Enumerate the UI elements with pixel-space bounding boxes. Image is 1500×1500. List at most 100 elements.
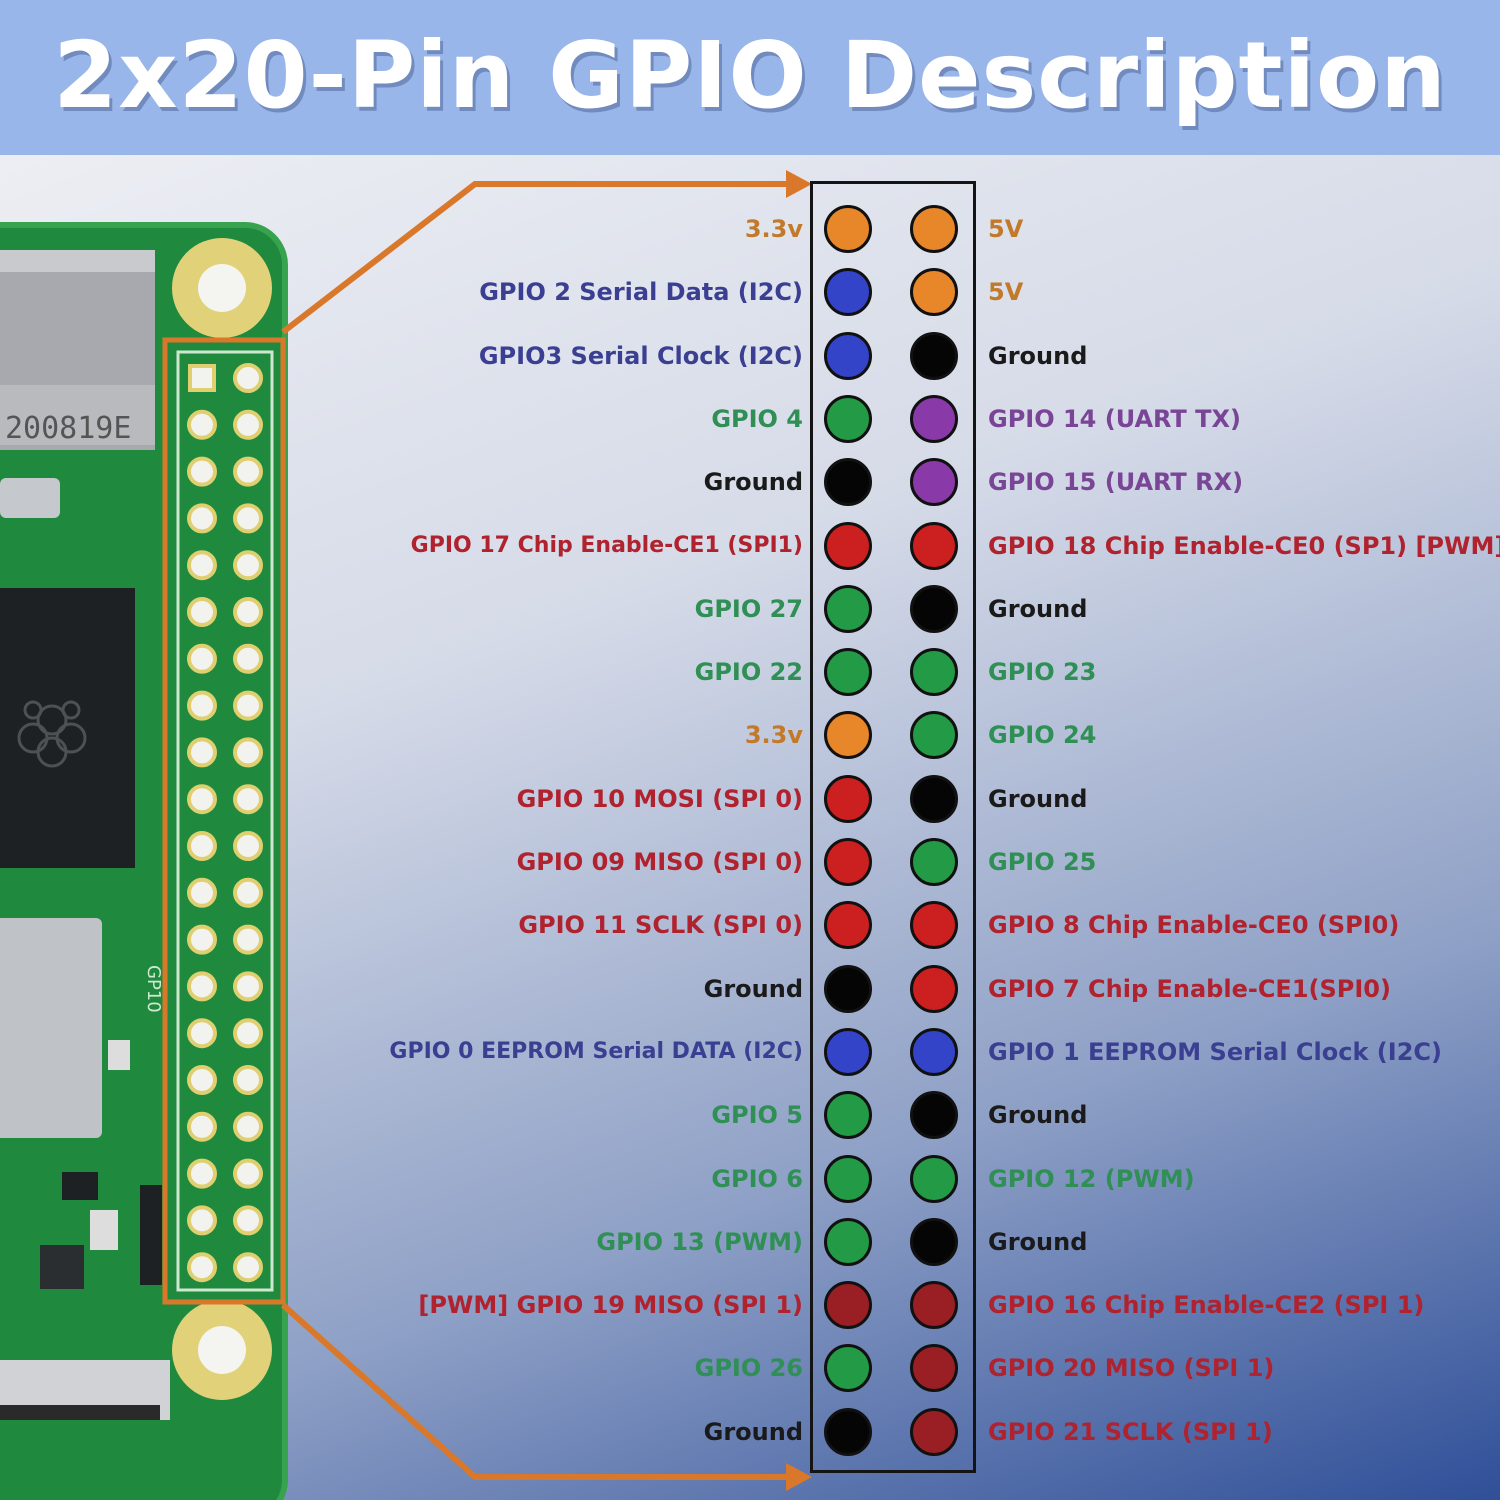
pin-left-11 [824, 838, 872, 886]
component-5 [90, 1210, 118, 1250]
pin-right-6 [910, 521, 958, 570]
board-pin [187, 924, 217, 955]
pin-label-right-4: GPIO 14 (UART TX) [988, 404, 1241, 433]
pin-left-16 [824, 1154, 872, 1203]
component-3 [140, 1185, 162, 1285]
pin-right-4 [910, 394, 958, 443]
component-4 [40, 1245, 84, 1289]
pin-label-left-18: [PWM] GPIO 19 MISO (SPI 1) [418, 1291, 803, 1320]
pin-label-right-19: GPIO 20 MISO (SPI 1) [988, 1354, 1275, 1383]
pin-left-12 [824, 901, 872, 950]
pin-right-13 [910, 964, 958, 1013]
arrow-top [281, 181, 790, 335]
arrow-bottom [280, 1302, 790, 1480]
pin-label-right-11: GPIO 25 [988, 848, 1097, 876]
board-pin [233, 1252, 263, 1283]
pin-label-right-13: GPIO 7 Chip Enable-CE1(SPI0) [988, 974, 1391, 1003]
board-header-pins [187, 363, 263, 1283]
board-pin [187, 877, 217, 908]
pin-label-right-9: GPIO 24 [988, 721, 1097, 750]
board-pin [233, 409, 263, 440]
pin-label-right-12: GPIO 8 Chip Enable-CE0 (SPI0) [988, 911, 1400, 940]
board-pin [187, 1158, 217, 1189]
pin-left-10 [824, 774, 872, 823]
pin-label-right-15: Ground [988, 1101, 1088, 1130]
crystal [0, 478, 60, 518]
board-pin [188, 364, 216, 392]
pin-label-right-2: 5V [988, 278, 1024, 307]
pin-right-11 [910, 838, 958, 886]
pin-right-16 [910, 1154, 958, 1203]
pin-label-right-8: GPIO 23 [988, 658, 1097, 687]
board-pin [187, 550, 217, 581]
title-banner: 2x20-Pin GPIO Description [0, 0, 1500, 155]
board-pin [187, 1252, 217, 1283]
board-pin [233, 1158, 263, 1189]
pin-right-3 [910, 331, 958, 380]
pin-label-left-6: GPIO 17 Chip Enable-CE1 (SPI1) [410, 532, 803, 558]
pin-left-20 [824, 1407, 872, 1456]
pin-label-left-3: GPIO3 Serial Clock (I2C) [478, 341, 803, 370]
pin-left-17 [824, 1217, 872, 1266]
board-pin [187, 690, 217, 721]
board-pin [233, 456, 263, 487]
board-pin [233, 363, 263, 393]
pin-right-18 [910, 1281, 958, 1330]
pin-label-left-10: GPIO 10 MOSI (SPI 0) [516, 784, 803, 813]
pin-label-left-19: GPIO 26 [694, 1354, 803, 1383]
board-pin [187, 737, 217, 768]
pin-left-18 [824, 1281, 872, 1330]
gpio-header-box [810, 181, 976, 1473]
pin-left-3 [824, 331, 872, 380]
mounting-hole-top [172, 238, 272, 338]
pin-label-right-20: GPIO 21 SCLK (SPI 1) [988, 1417, 1273, 1446]
pin-label-right-7: Ground [988, 594, 1088, 623]
board-pin [233, 550, 263, 581]
board-pin [233, 1018, 263, 1049]
component-2 [62, 1172, 98, 1200]
board-pin [187, 784, 217, 815]
pin-label-left-4: GPIO 4 [711, 404, 803, 433]
board-pin [233, 737, 263, 768]
pin-label-left-9: 3.3v [744, 721, 803, 750]
pin-left-2 [824, 268, 872, 317]
pin-right-9 [910, 711, 958, 760]
pin-right-12 [910, 901, 958, 950]
pin-label-left-20: Ground [703, 1417, 803, 1446]
pin-label-left-7: GPIO 27 [694, 594, 803, 623]
pin-right-19 [910, 1344, 958, 1393]
page-title: 2x20-Pin GPIO Description [53, 22, 1447, 129]
soc-chip [0, 588, 135, 868]
pin-left-8 [824, 648, 872, 697]
raspberry-logo [17, 700, 87, 768]
arrowhead-bottom [786, 1463, 812, 1491]
board-pin [187, 831, 217, 861]
board-pin [233, 1205, 263, 1236]
pin-left-7 [824, 584, 872, 633]
board-pin [187, 409, 217, 440]
board-pin [233, 971, 263, 1002]
board-pin [187, 456, 217, 487]
board-pin [233, 784, 263, 815]
pin-right-1 [910, 205, 958, 253]
pin-label-left-15: GPIO 5 [711, 1101, 803, 1130]
arrowhead-top [786, 170, 812, 198]
board-pin [187, 971, 217, 1002]
board-pin [233, 1065, 263, 1095]
pin-label-left-13: Ground [703, 974, 803, 1003]
pin-left-9 [824, 711, 872, 760]
pin-right-8 [910, 648, 958, 697]
board-pin [233, 1111, 263, 1142]
pin-label-left-2: GPIO 2 Serial Data (I2C) [479, 278, 803, 307]
board-pin [233, 690, 263, 721]
board-pin [233, 503, 263, 534]
board-pin [187, 1065, 217, 1095]
header-outline-white [176, 350, 274, 1292]
board-pin [233, 831, 263, 861]
board-pin [187, 643, 217, 674]
pin-label-left-11: GPIO 09 MISO (SPI 0) [516, 848, 803, 876]
mounting-hole-bottom [172, 1300, 272, 1400]
pin-label-left-5: Ground [703, 468, 803, 497]
pin-right-10 [910, 774, 958, 823]
board-pin [233, 877, 263, 908]
